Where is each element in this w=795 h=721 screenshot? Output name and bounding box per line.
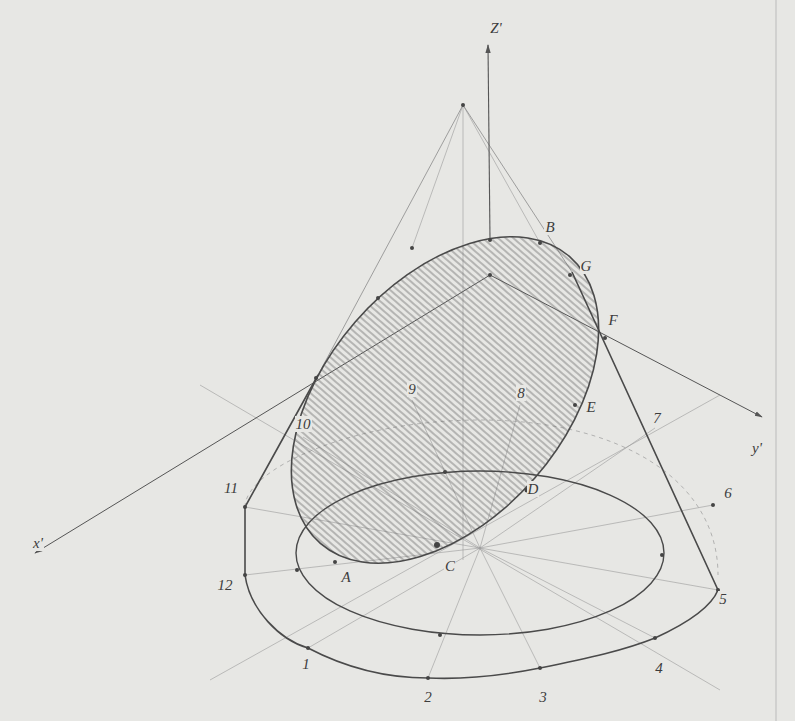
point-label: 4 — [654, 660, 664, 677]
point-label: 12 — [217, 577, 234, 594]
point-label: F — [607, 312, 618, 329]
point-label: B — [544, 219, 555, 236]
point-label: G — [580, 258, 593, 275]
point-label: 7 — [652, 410, 662, 427]
point-label: 3 — [538, 689, 548, 706]
point-label: 11 — [223, 480, 239, 497]
point-label: 1 — [301, 656, 311, 673]
section-ellipse — [231, 179, 660, 622]
point-label: D — [527, 481, 540, 498]
page-edge — [776, 0, 777, 721]
point-dots — [243, 103, 720, 680]
point-label: 8 — [516, 385, 526, 402]
point-label: E — [585, 399, 596, 416]
point-label: Z' — [489, 20, 503, 37]
point-label: 5 — [718, 591, 728, 608]
point-label: A — [340, 569, 351, 586]
construction-lines — [200, 105, 720, 690]
point-label: 2 — [423, 689, 433, 706]
point-label: x' — [32, 535, 44, 552]
cone-contour — [245, 272, 718, 678]
point-label: y' — [751, 440, 763, 457]
section-projection — [296, 471, 664, 635]
point-label: 6 — [723, 485, 733, 502]
point-label: 10 — [295, 416, 312, 433]
point-label: 9 — [407, 381, 417, 398]
z-axis — [488, 45, 490, 240]
point-label: C — [444, 558, 456, 575]
